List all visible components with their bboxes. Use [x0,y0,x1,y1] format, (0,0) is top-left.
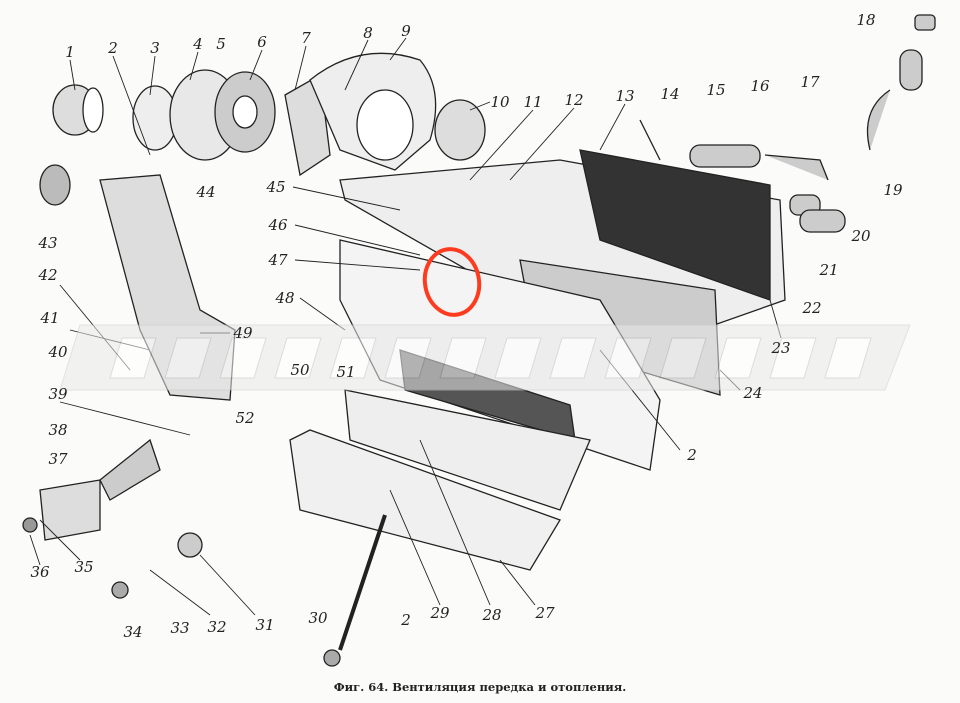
part-label: 13 [615,87,635,105]
part-label: 3 [150,39,160,57]
leader-lines [29,37,782,616]
part-label: 2 [401,611,411,629]
part-label: 12 [564,91,584,109]
part-lever [22,438,387,667]
watermark-letter-shape [549,337,597,379]
part-label: 15 [706,81,726,99]
part-label: 41 [40,309,60,327]
part-label: 20 [851,227,871,245]
part-label: 49 [233,324,253,342]
part-label: 38 [48,421,68,439]
part-label: 2 [687,446,697,464]
part-fan-assembly [132,69,331,177]
part-label: 4 [193,35,203,53]
part-label: 21 [819,261,839,279]
part-label: 40 [48,343,68,361]
part-label: 29 [430,604,450,622]
part-label: 46 [268,216,288,234]
part-label: 35 [74,558,94,576]
part-label: 32 [207,618,227,636]
part-label: 18 [856,11,876,29]
part-label: 37 [48,450,68,468]
part-label: 28 [482,606,502,624]
part-label: 22 [802,299,822,317]
part-label: 11 [523,93,543,111]
part-label: 19 [883,181,903,199]
watermark-logo [59,324,911,391]
part-label: 43 [38,234,58,252]
part-label: 36 [30,563,50,581]
watermark-letter-shape [164,337,212,379]
watermark-letter-shape [274,337,322,379]
part-label: 44 [196,183,216,201]
part-label: 2 [108,39,118,57]
part-label: 31 [255,616,275,634]
part-label: 51 [336,363,356,381]
part-housing [309,52,486,171]
figure-caption: Фиг. 64. Вентиляция передка и отопления. [333,680,627,694]
watermark-letter-shape [219,337,267,379]
watermark-letter-shape [384,337,432,379]
part-hoses [639,14,936,233]
part-label: 34 [123,623,143,641]
watermark-letter-shape [109,337,157,379]
part-label: 47 [268,251,288,269]
part-label: 8 [363,24,373,42]
part-label: 27 [535,604,555,622]
part-label: 7 [301,29,311,47]
part-label: 17 [800,73,820,91]
part-label: 30 [308,609,328,627]
highlight-circle [422,247,482,317]
part-label: 39 [48,385,68,403]
part-label: 5 [216,35,226,53]
part-label: 42 [38,266,58,284]
part-label: 6 [257,33,267,51]
watermark-letter-shape [494,337,542,379]
watermark-letter-shape [769,337,817,379]
part-label: 9 [401,22,411,40]
watermark-letter-shape [659,337,707,379]
part-label: 50 [290,361,310,379]
watermark-letter-shape [824,337,872,379]
part-label: 48 [275,289,295,307]
part-label: 45 [266,178,286,196]
part-label: 10 [490,93,510,111]
part-motor [52,84,104,136]
part-label: 16 [750,77,770,95]
watermark-letter-shape [604,337,652,379]
part-label: 1 [65,43,75,61]
part-label: 33 [170,619,190,637]
watermark-letter-shape [714,337,762,379]
part-label: 23 [771,339,791,357]
watermark-letter-shape [329,337,377,379]
part-label: 52 [235,409,255,427]
watermark-letter-shape [439,337,487,379]
part-label: 24 [743,384,763,402]
part-label: 14 [660,85,680,103]
